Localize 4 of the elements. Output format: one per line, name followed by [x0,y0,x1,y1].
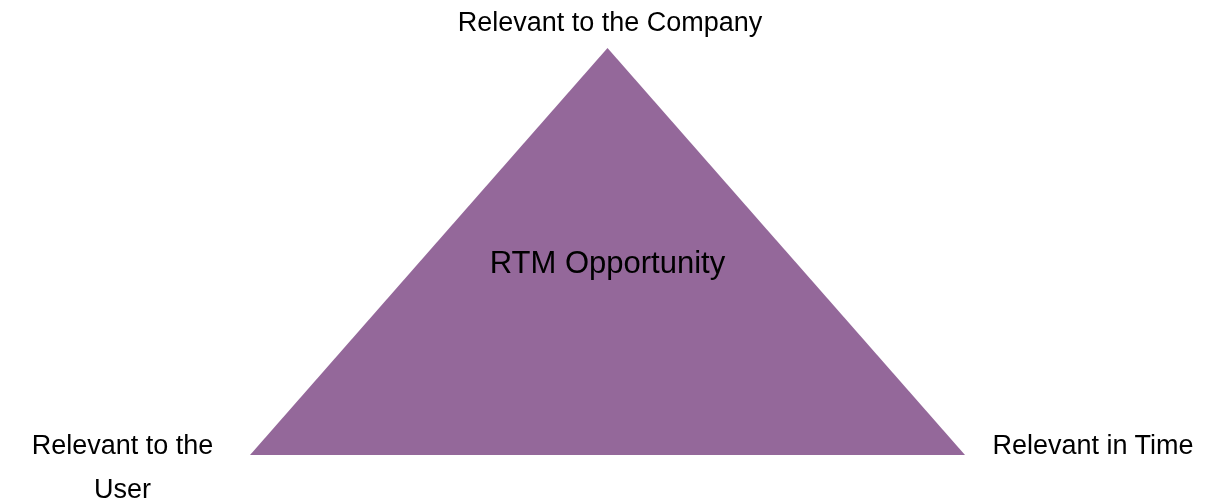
corner-label: Relevant in Time [992,430,1194,460]
triangle-text: RTM Opportunity [489,244,726,282]
corner-label: Relevant to the Company [457,7,763,37]
corner-label: Relevant to the User [31,430,214,499]
